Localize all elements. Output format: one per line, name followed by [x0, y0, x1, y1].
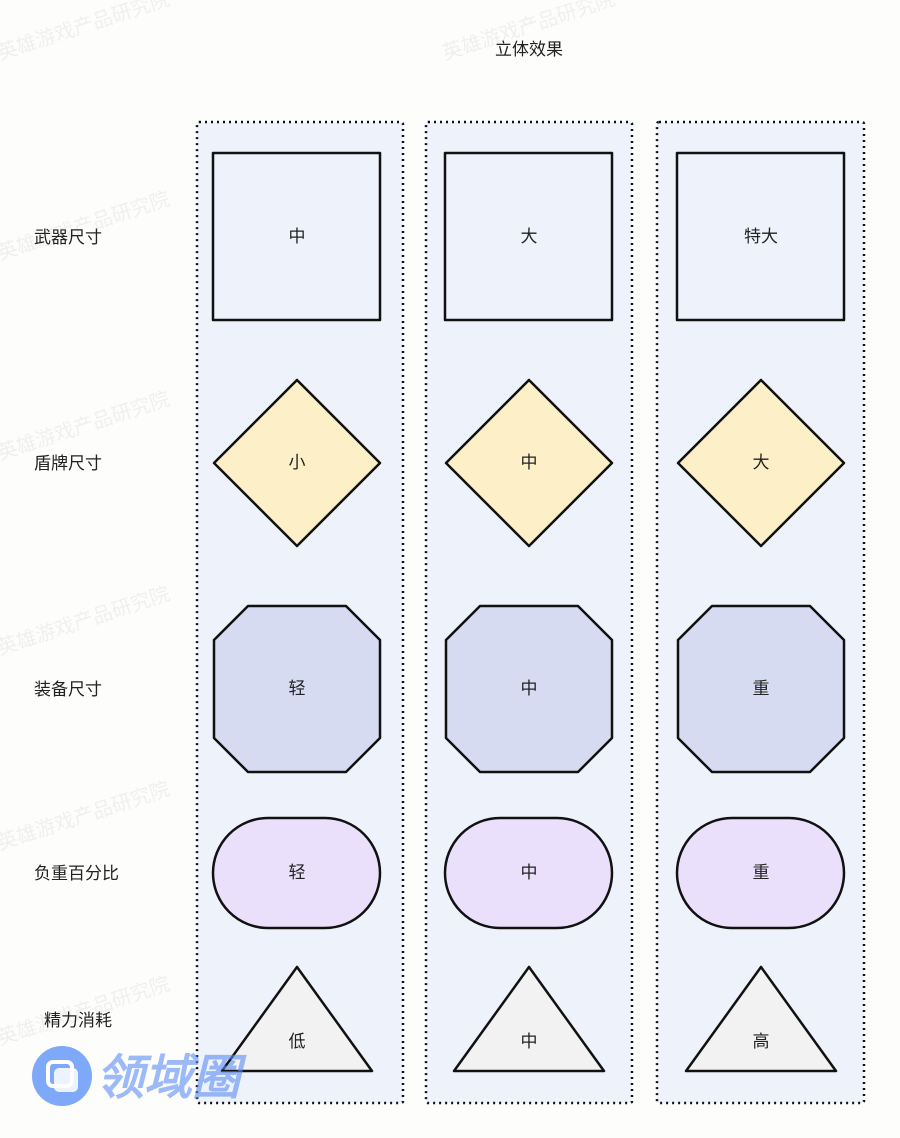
row-label: 负重百分比: [34, 864, 119, 884]
shapes: 中大特大小中大轻中重轻中重低中高: [211, 151, 846, 1073]
watermark-text: 英雄游戏产品研究院: [0, 186, 173, 264]
square-shape: [211, 151, 382, 322]
square-shape: [675, 151, 846, 322]
watermark-text: 英雄游戏产品研究院: [0, 386, 173, 464]
shape-label: 中: [521, 679, 538, 699]
watermark-text: 英雄游戏产品研究院: [0, 0, 173, 65]
shape-label: 重: [753, 679, 770, 699]
shape-label: 中: [289, 227, 306, 247]
octagon-shape: [676, 604, 846, 774]
stadium-shape: [675, 816, 846, 930]
triangle-shape: [452, 965, 606, 1073]
diamond-shape: [676, 378, 846, 548]
diagram-title: 立体效果: [495, 40, 563, 60]
shape-label: 轻: [289, 679, 306, 699]
row-label: 武器尺寸: [34, 228, 102, 248]
triangle-shape: [220, 965, 374, 1073]
watermark-text: 英雄游戏产品研究院: [0, 581, 173, 659]
shape-label: 特大: [744, 227, 778, 247]
shape-label: 大: [753, 453, 770, 473]
triangle-shape: [684, 965, 838, 1073]
octagon-shape: [444, 604, 614, 774]
row-label: 装备尺寸: [34, 680, 102, 700]
shape-label: 中: [521, 863, 538, 883]
shape-label: 大: [521, 227, 538, 247]
shape-label: 高: [753, 1032, 770, 1052]
diamond-shape: [212, 378, 382, 548]
shape-label: 中: [521, 453, 538, 473]
square-shape: [443, 151, 614, 322]
watermark-text: 英雄游戏产品研究院: [0, 776, 173, 854]
diamond-shape: [444, 378, 614, 548]
shape-label: 小: [289, 453, 306, 473]
shape-label: 低: [289, 1032, 306, 1052]
row-label: 精力消耗: [44, 1011, 112, 1031]
stadium-shape: [443, 816, 614, 930]
octagon-shape: [212, 604, 382, 774]
logo: 领域圈: [32, 1046, 247, 1106]
shape-label: 轻: [289, 863, 306, 883]
stadium-shape: [211, 816, 382, 930]
shape-label: 中: [521, 1032, 538, 1052]
logo-text: 领域圈: [96, 1050, 247, 1106]
row-label: 盾牌尺寸: [34, 454, 102, 474]
shape-label: 重: [753, 863, 770, 883]
